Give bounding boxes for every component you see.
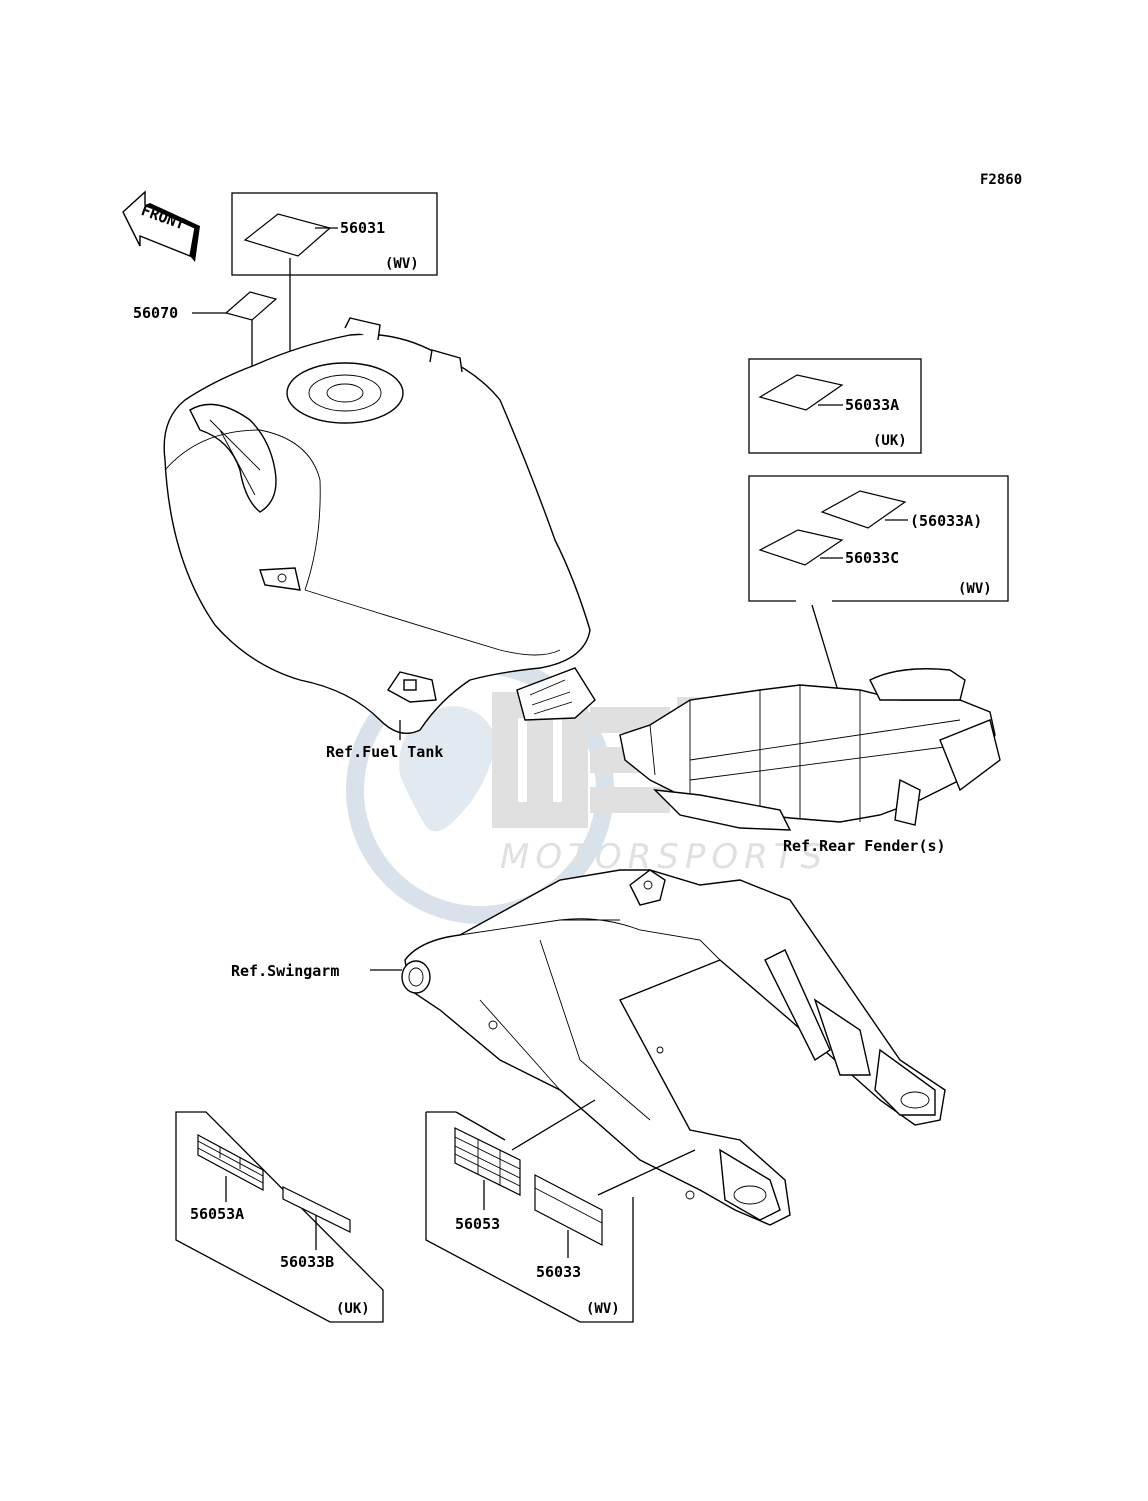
label-56053A (197, 1133, 264, 1192)
callout-box-56033A-uk: 56033A (UK) (748, 358, 922, 454)
region-wv: (WV) (385, 256, 419, 272)
region-wv-3: (WV) (586, 1301, 620, 1317)
part-number-56033B: 56033B (280, 1253, 334, 1271)
swingarm: Ref.Swingarm (231, 869, 946, 1226)
ref-rear-fender: Ref.Rear Fender(s) (783, 837, 946, 855)
part-number-56033A-paren: (56033A) (910, 512, 982, 530)
watermark-letter-o (492, 692, 588, 828)
callout-box-uk-decals: 56053A 56033B (UK) (175, 1111, 384, 1323)
part-number-56053A: 56053A (190, 1205, 244, 1223)
fuel-tank: Ref.Fuel Tank (163, 317, 596, 761)
label-56033B (282, 1186, 351, 1233)
callout-box-wv-decals: 56053 56033 (WV) (425, 1099, 696, 1323)
region-uk-2: (UK) (336, 1301, 370, 1317)
callout-56070: 56070 (133, 291, 278, 370)
watermark-globe-continent (399, 706, 496, 832)
part-number-56033A: 56033A (845, 396, 899, 414)
part-number-56033: 56033 (536, 1263, 581, 1281)
part-number-56070: 56070 (133, 304, 178, 322)
label-56033A-alt (820, 490, 907, 529)
part-number-56033C: 56033C (845, 549, 899, 567)
callout-box-56033C-wv: (56033A) 56033C (WV) (748, 475, 1009, 791)
label-56031 (243, 213, 332, 257)
label-56033 (534, 1174, 603, 1246)
figure-code: F2860 (980, 172, 1022, 188)
part-number-56053: 56053 (455, 1215, 500, 1233)
front-arrow-icon: FRONT (122, 190, 200, 262)
ref-fuel-tank: Ref.Fuel Tank (326, 743, 443, 761)
watermark-subtitle: MOTORSPORTS (500, 837, 828, 877)
rear-fender: Ref.Rear Fender(s) (619, 668, 1001, 855)
part-number-56031: 56031 (340, 219, 385, 237)
region-uk: (UK) (873, 433, 907, 449)
label-56033C (758, 529, 844, 566)
callout-box-56031: 56031 (WV) (231, 192, 438, 360)
region-wv-2: (WV) (958, 581, 992, 597)
label-56033A (758, 374, 844, 411)
ref-swingarm: Ref.Swingarm (231, 962, 339, 980)
label-56070 (224, 291, 278, 321)
